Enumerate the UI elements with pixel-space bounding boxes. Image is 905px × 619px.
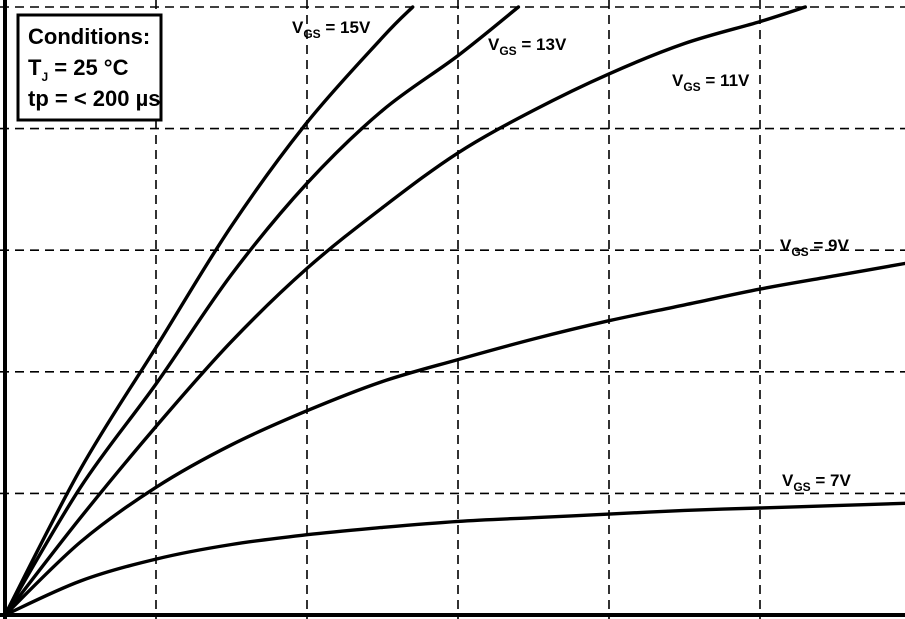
curve-label-1: VGS = 13V [488, 35, 567, 58]
series-line-vgs-4 [3, 501, 905, 617]
curve-labels: VGS = 15V VGS = 13V VGS = 11V VGS = 9V VGS =… [292, 18, 852, 494]
svg-text:TJ = 25 °C: TJ = 25 °C [28, 55, 129, 84]
conditions-frame [16, 13, 163, 122]
curves [3, 5, 905, 617]
conditions-box: Conditions: TJ = 25 °C tp = < 200 µs [16, 13, 163, 122]
junction-temp-subscript: J [41, 70, 48, 84]
conditions-heading: Conditions: [28, 24, 150, 49]
pulse-width-condition: tp = < 200 µs [28, 86, 161, 111]
svg-text:tp = < 200 µs: tp = < 200 µs [28, 86, 161, 111]
svg-text:Conditions:: Conditions: [28, 24, 150, 49]
series-line-vgs-3 [3, 261, 905, 617]
junction-temp-value: = 25 °C [48, 55, 128, 80]
series-line-vgs-2 [3, 5, 807, 617]
curve-label-0: VGS = 15V [292, 18, 371, 41]
junction-temp-symbol: T [28, 55, 42, 80]
series-line-vgs-0 [3, 5, 415, 617]
series-line-vgs-1 [3, 5, 521, 617]
curve-label-4: VGS = 7V [782, 471, 852, 494]
curve-label-3: VGS = 9V [780, 236, 850, 259]
curve-label-2: VGS = 11V [672, 71, 750, 94]
